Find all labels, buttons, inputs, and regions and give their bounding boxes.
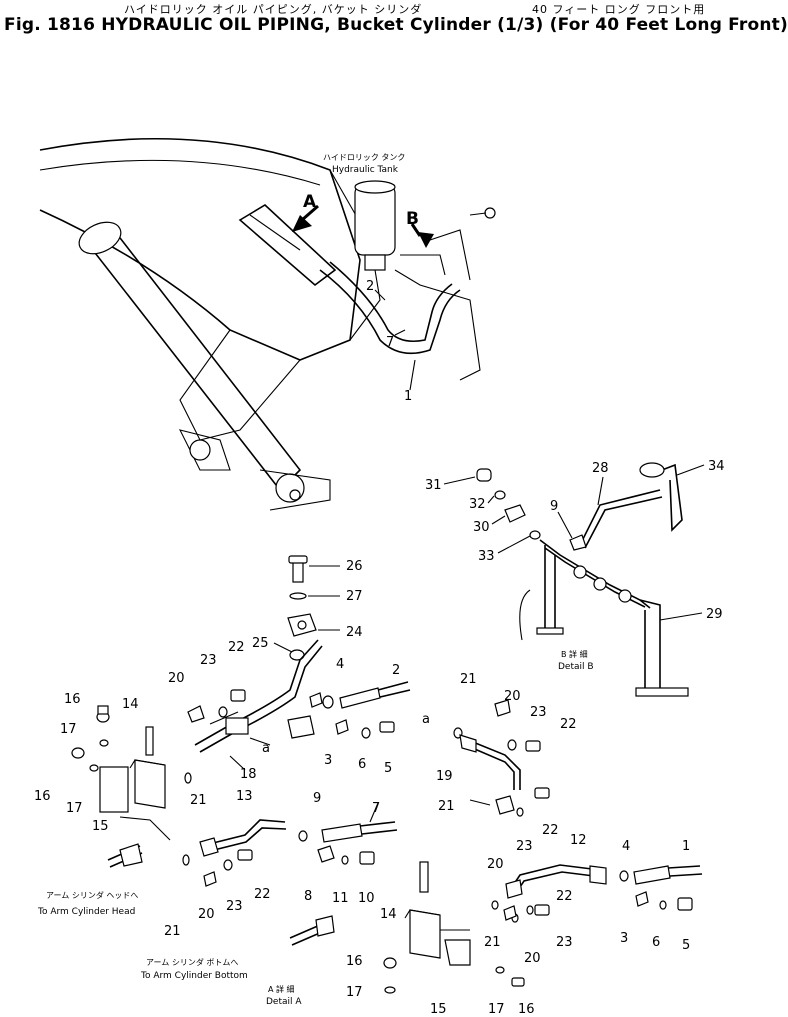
callout-5-b: 5 <box>682 938 690 953</box>
figure-title: Fig. 1816 HYDRAULIC OIL PIPING, Bucket C… <box>4 15 788 35</box>
callout-24: 24 <box>346 625 363 640</box>
callout-16-a: 16 <box>64 692 81 707</box>
callout-6-b: 6 <box>652 935 660 950</box>
callout-25: 25 <box>252 636 269 651</box>
callout-29: 29 <box>706 607 723 622</box>
callout-32: 32 <box>469 497 486 512</box>
to-arm-cylinder-head: To Arm Cylinder Head <box>37 907 135 917</box>
callout-17-d: 17 <box>488 1002 505 1017</box>
callout-31: 31 <box>425 478 442 493</box>
callout-7-a: 7 <box>372 801 380 816</box>
callout-4-b: 4 <box>622 839 630 854</box>
callout-26: 26 <box>346 559 363 574</box>
bolt-26 <box>292 561 304 583</box>
callout-3-a: 3 <box>324 753 332 768</box>
callout-5-a: 5 <box>384 761 392 776</box>
callout-23-e: 23 <box>556 935 573 950</box>
callout-20-e: 20 <box>524 951 541 966</box>
detail-a-label: Detail A <box>266 997 302 1007</box>
callout-19: 19 <box>436 769 453 784</box>
valve-block-14 <box>134 759 166 809</box>
parts-diagram-page: ハイドロリック オイル パイピング, バケット シリンダ 40 フィート ロング… <box>4 3 788 1017</box>
callout-22-e: 22 <box>556 889 573 904</box>
callout-18: 18 <box>240 767 257 782</box>
callout-16-d: 16 <box>518 1002 535 1017</box>
callout-15-b: 15 <box>430 1002 447 1017</box>
callout-1-a: 1 <box>682 839 690 854</box>
callout-22-c: 22 <box>560 717 577 732</box>
detail-a-ref-a-left: a <box>262 741 270 756</box>
callout-27: 27 <box>346 589 363 604</box>
to-arm-cylinder-head-jp: アーム シリンダ ヘッドへ <box>46 890 138 900</box>
callout-21-c: 21 <box>460 672 477 687</box>
hydraulic-tank <box>354 184 396 256</box>
callout-22-b: 22 <box>254 887 271 902</box>
callout-4-a: 4 <box>336 657 344 672</box>
view-b-marker: B <box>406 209 419 229</box>
callout-17-a: 17 <box>60 722 77 737</box>
callout-17-c: 17 <box>346 985 363 1000</box>
view-a-marker: A <box>303 192 317 212</box>
to-arm-cylinder-bottom: To Arm Cylinder Bottom <box>140 971 248 981</box>
callout-6-a: 6 <box>358 757 366 772</box>
callout-20-d: 20 <box>487 857 504 872</box>
callout-23-a: 23 <box>200 653 217 668</box>
callout-20-b: 20 <box>198 907 215 922</box>
bucket-cylinder <box>238 204 337 287</box>
washer-27 <box>289 592 307 600</box>
callout-22-d: 22 <box>542 823 559 838</box>
japanese-title-suffix: 40 フィート ロング フロント用 <box>532 3 706 16</box>
callout-2-a: 2 <box>392 663 400 678</box>
callout-12: 12 <box>570 833 587 848</box>
callout-28: 28 <box>592 461 609 476</box>
hydraulic-tank-label-jp: ハイドロリック タンク <box>323 153 405 162</box>
callout-14-b: 14 <box>380 907 397 922</box>
machine-overview-illustration <box>39 137 496 511</box>
callout-21-a: 21 <box>190 793 207 808</box>
callout-34: 34 <box>708 459 725 474</box>
callout-30: 30 <box>473 520 490 535</box>
japanese-title: ハイドロリック オイル パイピング, バケット シリンダ <box>124 3 423 16</box>
callout-13: 13 <box>236 789 253 804</box>
callout-21-d: 21 <box>438 799 455 814</box>
callout-11: 11 <box>332 891 349 906</box>
callout-15-a: 15 <box>92 819 109 834</box>
detail-b-illustration <box>443 462 705 697</box>
detail-a-label-jp: A 詳 細 <box>268 984 295 994</box>
callout-21-e: 21 <box>484 935 501 950</box>
callout-16-b: 16 <box>34 789 51 804</box>
hydraulic-tank-label: Hydraulic Tank <box>332 165 399 175</box>
detail-a-ref-a-right: a <box>422 712 430 727</box>
tube-clamp-18 <box>225 717 249 735</box>
callout-2: 2 <box>366 279 374 294</box>
detail-b-label-jp: B 詳 細 <box>561 649 588 659</box>
callout-1: 1 <box>404 389 412 404</box>
callout-33: 33 <box>478 549 495 564</box>
callout-22-a: 22 <box>228 640 245 655</box>
callout-21-b: 21 <box>164 924 181 939</box>
callout-20-c: 20 <box>504 689 521 704</box>
callout-20-a: 20 <box>168 671 185 686</box>
callout-23-b: 23 <box>226 899 243 914</box>
callout-16-c: 16 <box>346 954 363 969</box>
detail-a-illustration <box>71 555 703 994</box>
callout-9-detail-b: 9 <box>550 499 558 514</box>
callout-23-d: 23 <box>516 839 533 854</box>
detail-b-label: Detail B <box>558 662 594 672</box>
callout-9: 9 <box>313 791 321 806</box>
callout-7: 7 <box>386 335 394 350</box>
callout-23-c: 23 <box>530 705 547 720</box>
callout-8: 8 <box>304 889 312 904</box>
callout-17-b: 17 <box>66 801 83 816</box>
to-arm-cylinder-bottom-jp: アーム シリンダ ボトムへ <box>146 957 238 967</box>
callout-3-b: 3 <box>620 931 628 946</box>
callout-10: 10 <box>358 891 375 906</box>
callout-14-a: 14 <box>122 697 139 712</box>
exploded-view-drawing: ハイドロリック タンク Hydraulic Tank A B 2 7 1 <box>34 137 725 1017</box>
